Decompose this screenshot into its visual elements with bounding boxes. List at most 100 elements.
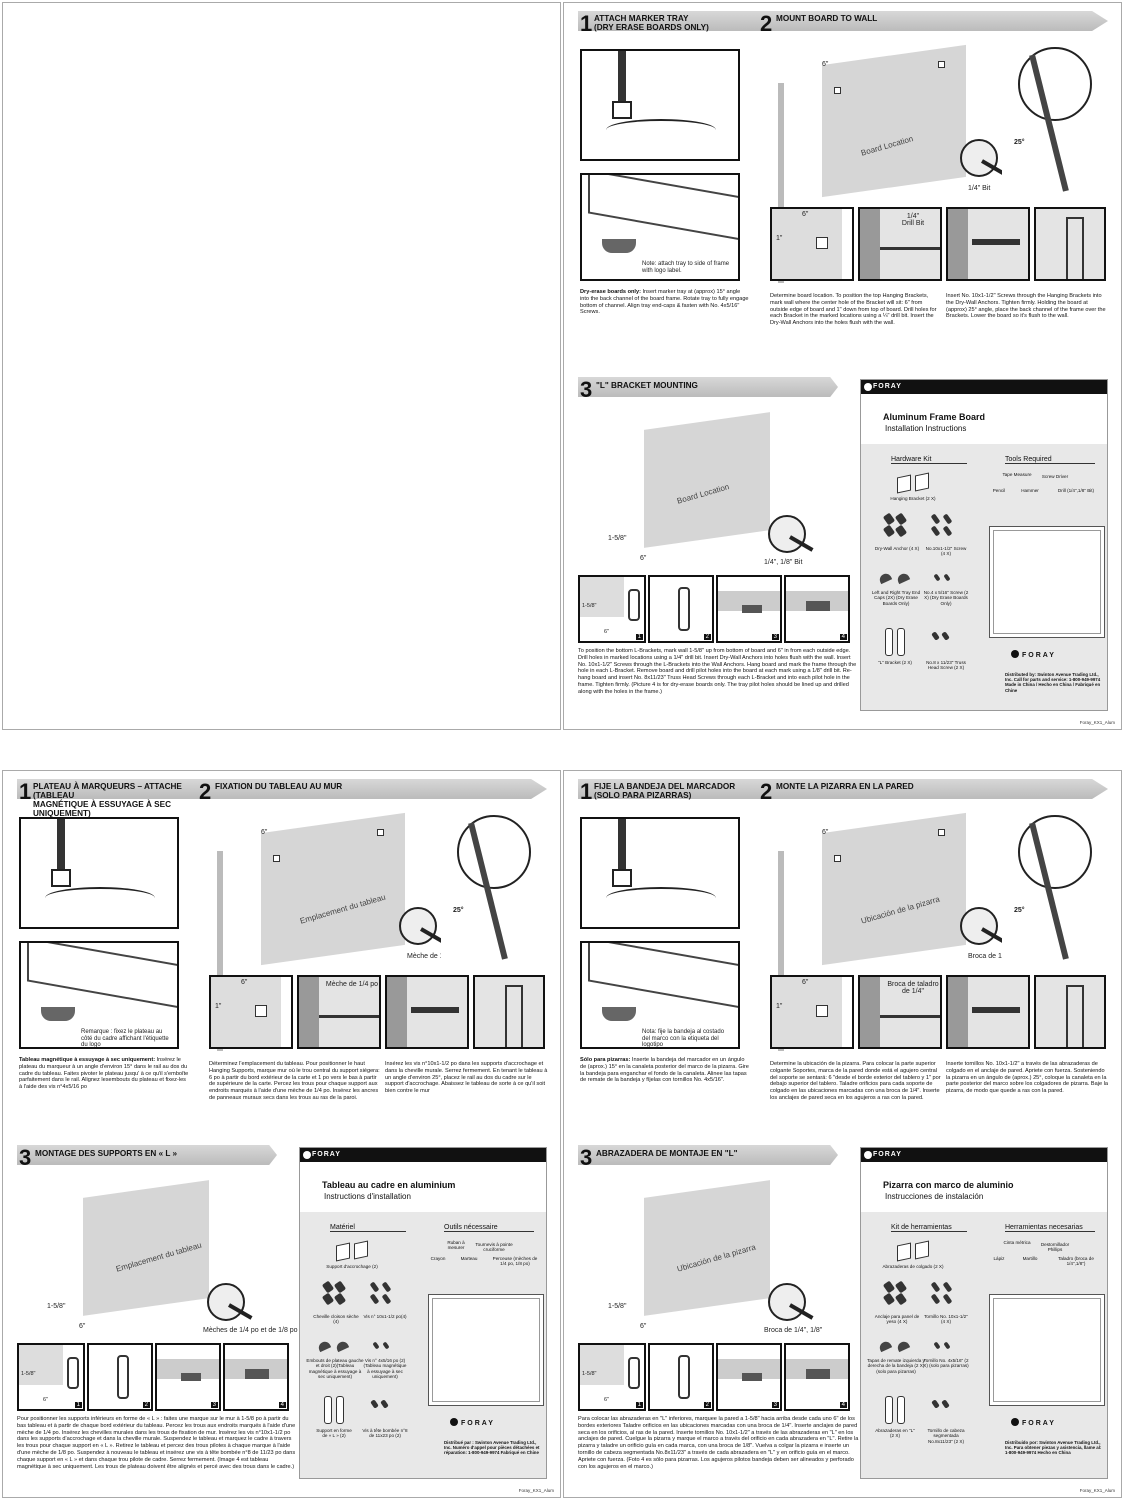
tray-panel-bottom: Nota: fije la bandeja al costado del mar… — [580, 941, 740, 1049]
tray-panel-bottom: Note: attach tray to side of frame with … — [580, 173, 740, 281]
hanging-bracket-left — [273, 855, 280, 862]
header-bar — [578, 11, 1108, 31]
brand-bar: FORAY — [861, 380, 1107, 394]
l-step-2: 2 — [648, 1343, 714, 1411]
step-1-body: Dry-erase boards only: Insert marker tra… — [580, 289, 749, 316]
tray-panel-top — [19, 817, 179, 929]
l-step-4: 4 — [784, 575, 850, 643]
tools-heading: Tools Required — [1005, 456, 1095, 464]
tool-pencil: Crayon — [430, 1256, 446, 1261]
header-bar-3 — [578, 377, 838, 397]
hw-hanging-bracket: Support d'accrochage (2) — [326, 1264, 378, 1269]
hardware-kit-heading: Kit de herramientas — [891, 1224, 967, 1232]
hw-screw-4: Tornillo No. 4x5/16" (2 X) (solo para pi… — [923, 1358, 969, 1369]
board-angle-diagram: 25° — [441, 815, 541, 971]
step-2-number: 2 — [760, 779, 773, 804]
hw-anchor: Cheville cloison sèche (4) — [313, 1314, 359, 1325]
step-2-body-b: Insérez les vis n°10x1-1/2 po dans les s… — [385, 1061, 548, 1095]
tray-note: Note: attach tray to side of frame with … — [642, 261, 730, 274]
tool-drill: Drill (1/4",1/8" Bit) — [1057, 488, 1095, 493]
tool-tape: Ruban à mesurer — [447, 1240, 465, 1251]
drill-icon — [960, 139, 998, 177]
brand-logo: FORAY — [450, 1418, 495, 1427]
hw-end-caps: Left and Right Tray End Caps (2X) (Dry E… — [871, 590, 921, 606]
picture-4-number: 4 — [839, 634, 847, 640]
hardware-kit-heading: Hardware Kit — [891, 456, 967, 464]
wall-strip — [217, 851, 223, 1051]
hw-screw-10: No.10x1-1/2" Screw (4 X) — [925, 546, 967, 557]
product-subtitle: Instructions d'installation — [324, 1192, 411, 1201]
step-2-title: MOUNT BOARD TO WALL — [776, 14, 878, 23]
hw-truss-screw: Tornillo de cabeza segmentada No.8x11/23… — [927, 1428, 965, 1444]
angle-label: 25° — [1014, 907, 1025, 914]
hw-l-bracket: Abrazaderas en "L" (2 X) — [875, 1428, 915, 1439]
hw-anchor: Dry-Wall Anchor (4 X) — [874, 546, 920, 551]
tool-hammer: Martillo — [1022, 1256, 1038, 1261]
step-3-title: MONTAGE DES SUPPORTS EN « L » — [35, 1149, 178, 1158]
mark-wall-panel: 6" 1" — [770, 207, 854, 281]
drill-icon-3 — [768, 515, 806, 553]
product-title: Pizarra con marco de aluminio — [883, 1180, 1014, 1190]
step-3-title: "L" BRACKET MOUNTING — [596, 381, 698, 390]
step-3-body: Pour positionner les supports inférieurs… — [17, 1416, 296, 1470]
hang-panel — [1034, 975, 1106, 1049]
dim-six-top: 6" — [822, 61, 829, 68]
l-dim-label: 1-5/8" — [47, 1303, 66, 1310]
hw-anchor: Anclaje para panel de yeso (4 X) — [874, 1314, 920, 1325]
brand-bar: FORAY — [300, 1148, 546, 1162]
step-2-title: MONTE LA PIZARRA EN LA PARED — [776, 782, 914, 791]
step-1-title: FIJE LA BANDEJA DEL MARCADOR (SOLO PARA … — [594, 782, 736, 800]
step-1-number: 1 — [580, 11, 593, 36]
tool-drill: Taladro (broca de 1/4",1/8") — [1058, 1256, 1094, 1267]
drill-icon — [960, 907, 998, 945]
dim-six-3: 6" — [640, 1323, 647, 1330]
l-step-2: 2 — [648, 575, 714, 643]
hw-hanging-bracket: Abrazaderas de colgado (2 X) — [882, 1264, 944, 1269]
english-instructions-page: 1 ATTACH MARKER TRAY (DRY ERASE BOARDS O… — [563, 2, 1122, 730]
board-location-area-3 — [644, 412, 770, 548]
drill-icon-3 — [207, 1283, 245, 1321]
board-angle-diagram: 25° — [1002, 815, 1102, 971]
dim-six-3: 6" — [640, 555, 647, 562]
distributor-info: Distribuido por: Swinton Avenue Trading … — [1005, 1440, 1102, 1456]
footer-code: Foray_KX1_Alum — [518, 1488, 554, 1493]
tool-hammer: Marteau — [460, 1256, 478, 1261]
header-bar-3 — [17, 1145, 277, 1165]
step-3-number: 3 — [580, 1145, 593, 1170]
tool-pencil: Pencil — [992, 488, 1006, 493]
step-3-title: ABRAZADERA DE MONTAJE EN "L" — [596, 1149, 738, 1158]
bit-pair-label: 1/4", 1/8" Bit — [764, 559, 803, 566]
drill-hole-panel: Mèche de 1/4 po — [297, 975, 381, 1049]
hw-screw-10: Tornillo No. 10x1-1/2" (4 X) — [924, 1314, 968, 1325]
hw-screw-4: No.4 x 5/16" Screw (2 X) (Dry Erase Boar… — [923, 590, 969, 606]
mark-wall-panel: 6" 1" — [770, 975, 854, 1049]
step-3-number: 3 — [580, 377, 593, 402]
footer-code: Foray_KX1_Alum — [1079, 720, 1115, 725]
l-step-3: 3 — [716, 1343, 782, 1411]
tools-heading: Outils nécessaire — [444, 1224, 534, 1232]
whiteboard-illustration — [428, 1294, 544, 1406]
wall-strip — [778, 83, 784, 283]
product-title: Tableau au cadre en aluminium — [322, 1180, 456, 1190]
hang-panel — [473, 975, 545, 1049]
step-3-body: Para colocar las abrazaderas en "L" infe… — [578, 1416, 859, 1470]
hanging-bracket-left — [834, 855, 841, 862]
tray-panel-top — [580, 49, 740, 161]
board-angle-diagram: 25° — [1002, 47, 1102, 203]
step-2-body-b: Inserte tornillos No. 10x1-1/2" a través… — [946, 1061, 1108, 1095]
hanging-bracket-right — [938, 829, 945, 836]
tool-screwdriver: Screw Driver — [1041, 474, 1069, 479]
brand-logo: FORAY — [1011, 650, 1056, 659]
wall-strip — [778, 851, 784, 1051]
step-3-body: To position the bottom L-Brackets, mark … — [578, 648, 857, 695]
tool-tape: Tape Measure — [1002, 472, 1032, 477]
l-dim-label: 1-5/8" — [608, 1303, 627, 1310]
tool-screwdriver: Tournevis à pointe cruciforme — [475, 1242, 513, 1253]
l-step-2: 2 — [87, 1343, 153, 1411]
brand-bar: FORAY — [861, 1148, 1107, 1162]
product-brochure: FORAY Tableau au cadre en aluminium Inst… — [299, 1147, 547, 1479]
drill-icon-3 — [768, 1283, 806, 1321]
french-instructions-page: 1 PLATEAU À MARQUEURS – ATTACHE (TABLEAU… — [2, 770, 561, 1498]
distributor-info: Distributed by: Swinton Avenue Trading L… — [1005, 672, 1101, 693]
whiteboard-illustration — [989, 526, 1105, 638]
